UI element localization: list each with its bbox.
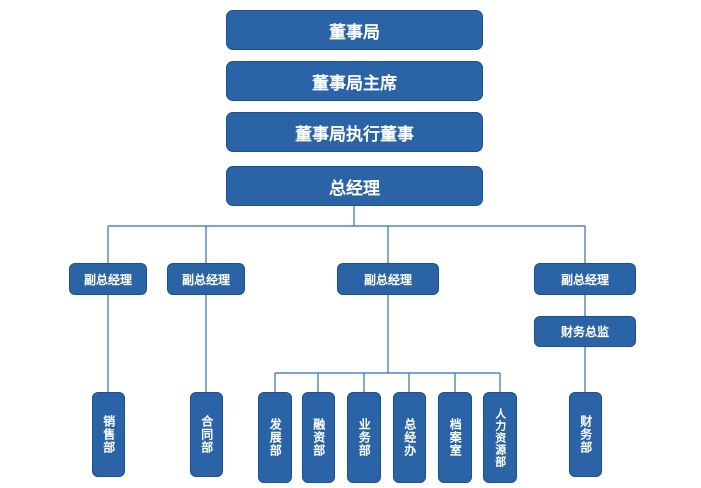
dept-archive-node: 档案室	[438, 392, 472, 483]
exec-director-node: 董事局执行董事	[226, 112, 483, 152]
general-manager-node: 总经理	[226, 166, 483, 206]
vice-gm-node-4: 副总经理	[534, 263, 636, 295]
dept-contract-node: 合同部	[190, 392, 223, 477]
dept-development-node: 发展部	[258, 392, 292, 483]
vice-gm-node-2: 副总经理	[167, 263, 245, 295]
dept-business-node: 业务部	[347, 392, 381, 483]
dept-sales-node: 销售部	[92, 392, 125, 477]
dept-finance-node: 财务部	[569, 392, 602, 477]
dept-financing-node: 融资部	[302, 392, 335, 483]
cfo-node: 财务总监	[534, 316, 636, 347]
dept-hr-node: 人力资源部	[483, 392, 517, 483]
dept-gm-office-node: 总经办	[393, 392, 426, 483]
vice-gm-node-1: 副总经理	[69, 263, 147, 295]
chairman-node: 董事局主席	[226, 61, 483, 101]
board-node: 董事局	[226, 10, 483, 50]
vice-gm-node-3: 副总经理	[337, 263, 439, 295]
